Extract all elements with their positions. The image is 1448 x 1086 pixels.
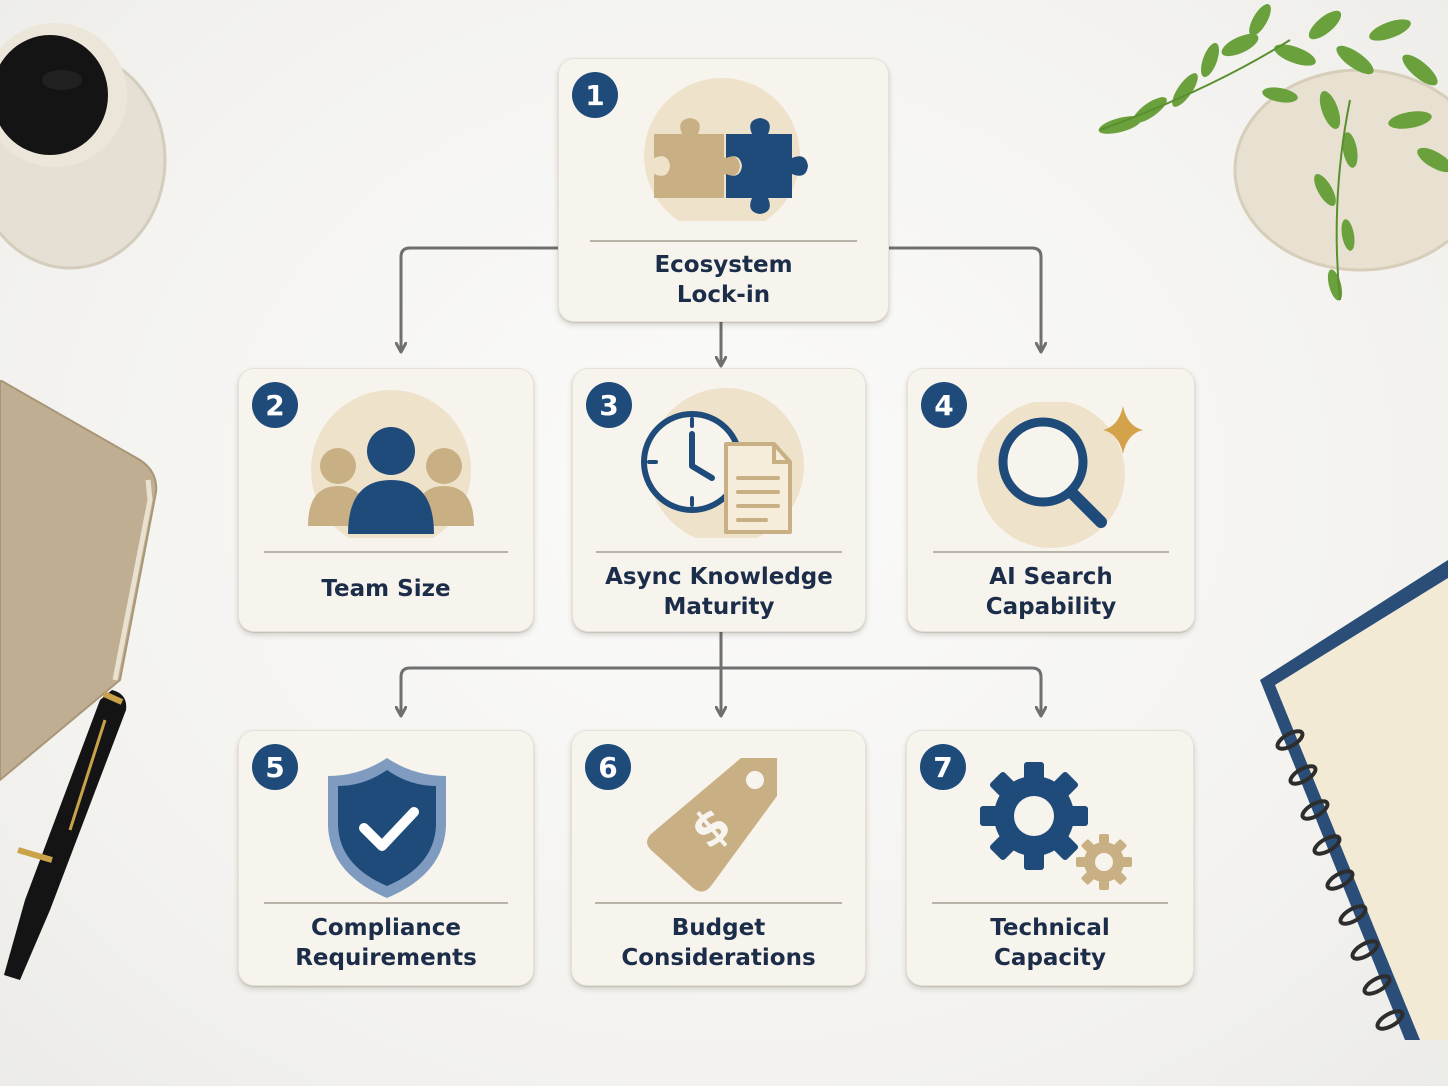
node-label-line-1: Compliance — [310, 915, 461, 941]
ai-search-icon — [977, 402, 1143, 548]
node-label-line-1: Ecosystem — [654, 252, 793, 278]
card-divider — [264, 902, 508, 904]
node-label: Team Size — [238, 574, 534, 604]
card-divider — [264, 551, 508, 553]
gears-icon — [980, 762, 1132, 890]
node-label: Technical Capacity — [906, 913, 1194, 973]
node-number-badge: 3 — [586, 382, 632, 428]
node-label-line-1: AI Search — [989, 564, 1113, 590]
node-number-badge: 7 — [920, 744, 966, 790]
node-label-line-2: Lock-in — [676, 282, 771, 308]
puzzle-icon — [644, 78, 808, 221]
node-label-line-2: Capability — [985, 594, 1117, 620]
node-card-1: 1 Ecosystem Lock-in — [558, 58, 889, 322]
node-label: Ecosystem Lock-in — [558, 250, 889, 310]
node-label-line-1: Async Knowledge — [605, 564, 833, 590]
plant-decoration — [1098, 4, 1448, 301]
node-label: Compliance Requirements — [238, 913, 534, 973]
node-number-badge: 4 — [921, 382, 967, 428]
node-card-3: 3 Async Knowledge Maturity — [572, 368, 866, 632]
card-divider — [596, 551, 842, 553]
node-card-6: 6 $ Budget Considerations — [571, 730, 866, 986]
node-label-line-2: Capacity — [994, 945, 1106, 971]
node-number-badge: 2 — [252, 382, 298, 428]
price-tag-icon: $ — [647, 758, 777, 892]
node-card-5: 5 Compliance Requirements — [238, 730, 534, 986]
clock-document-icon — [641, 388, 804, 538]
connector-1-to-2 — [401, 246, 558, 352]
node-label-line-1: Technical — [990, 915, 1110, 941]
node-number-badge: 5 — [252, 744, 298, 790]
node-label-line-1: Team Size — [321, 576, 451, 602]
node-label-line-2: Maturity — [663, 594, 775, 620]
node-card-7: 7 — [906, 730, 1194, 986]
card-divider — [595, 902, 842, 904]
node-label-line-1: Budget — [671, 915, 766, 941]
node-label-line-2: Requirements — [295, 945, 477, 971]
spiral-notebook-decoration — [1260, 560, 1448, 1040]
pen-decoration — [4, 690, 127, 980]
connector-1-to-4 — [889, 246, 1041, 352]
node-number-badge: 6 — [585, 744, 631, 790]
node-label: AI Search Capability — [907, 562, 1195, 622]
connector-3-to-7 — [721, 666, 1041, 716]
node-label-line-2: Considerations — [621, 945, 816, 971]
node-number-badge: 1 — [572, 72, 618, 118]
card-divider — [932, 902, 1168, 904]
coffee-mug-decoration — [0, 23, 167, 270]
connector-3-to-5 — [401, 666, 721, 716]
node-card-4: 4 AI Search Capability — [907, 368, 1195, 632]
card-divider — [590, 240, 857, 242]
node-card-2: 2 Team Size — [238, 368, 534, 632]
team-icon — [308, 390, 474, 538]
node-label: Budget Considerations — [571, 913, 866, 973]
card-divider — [933, 551, 1169, 553]
node-label: Async Knowledge Maturity — [572, 562, 866, 622]
notebook-decoration — [0, 380, 158, 782]
shield-check-icon — [328, 758, 446, 898]
